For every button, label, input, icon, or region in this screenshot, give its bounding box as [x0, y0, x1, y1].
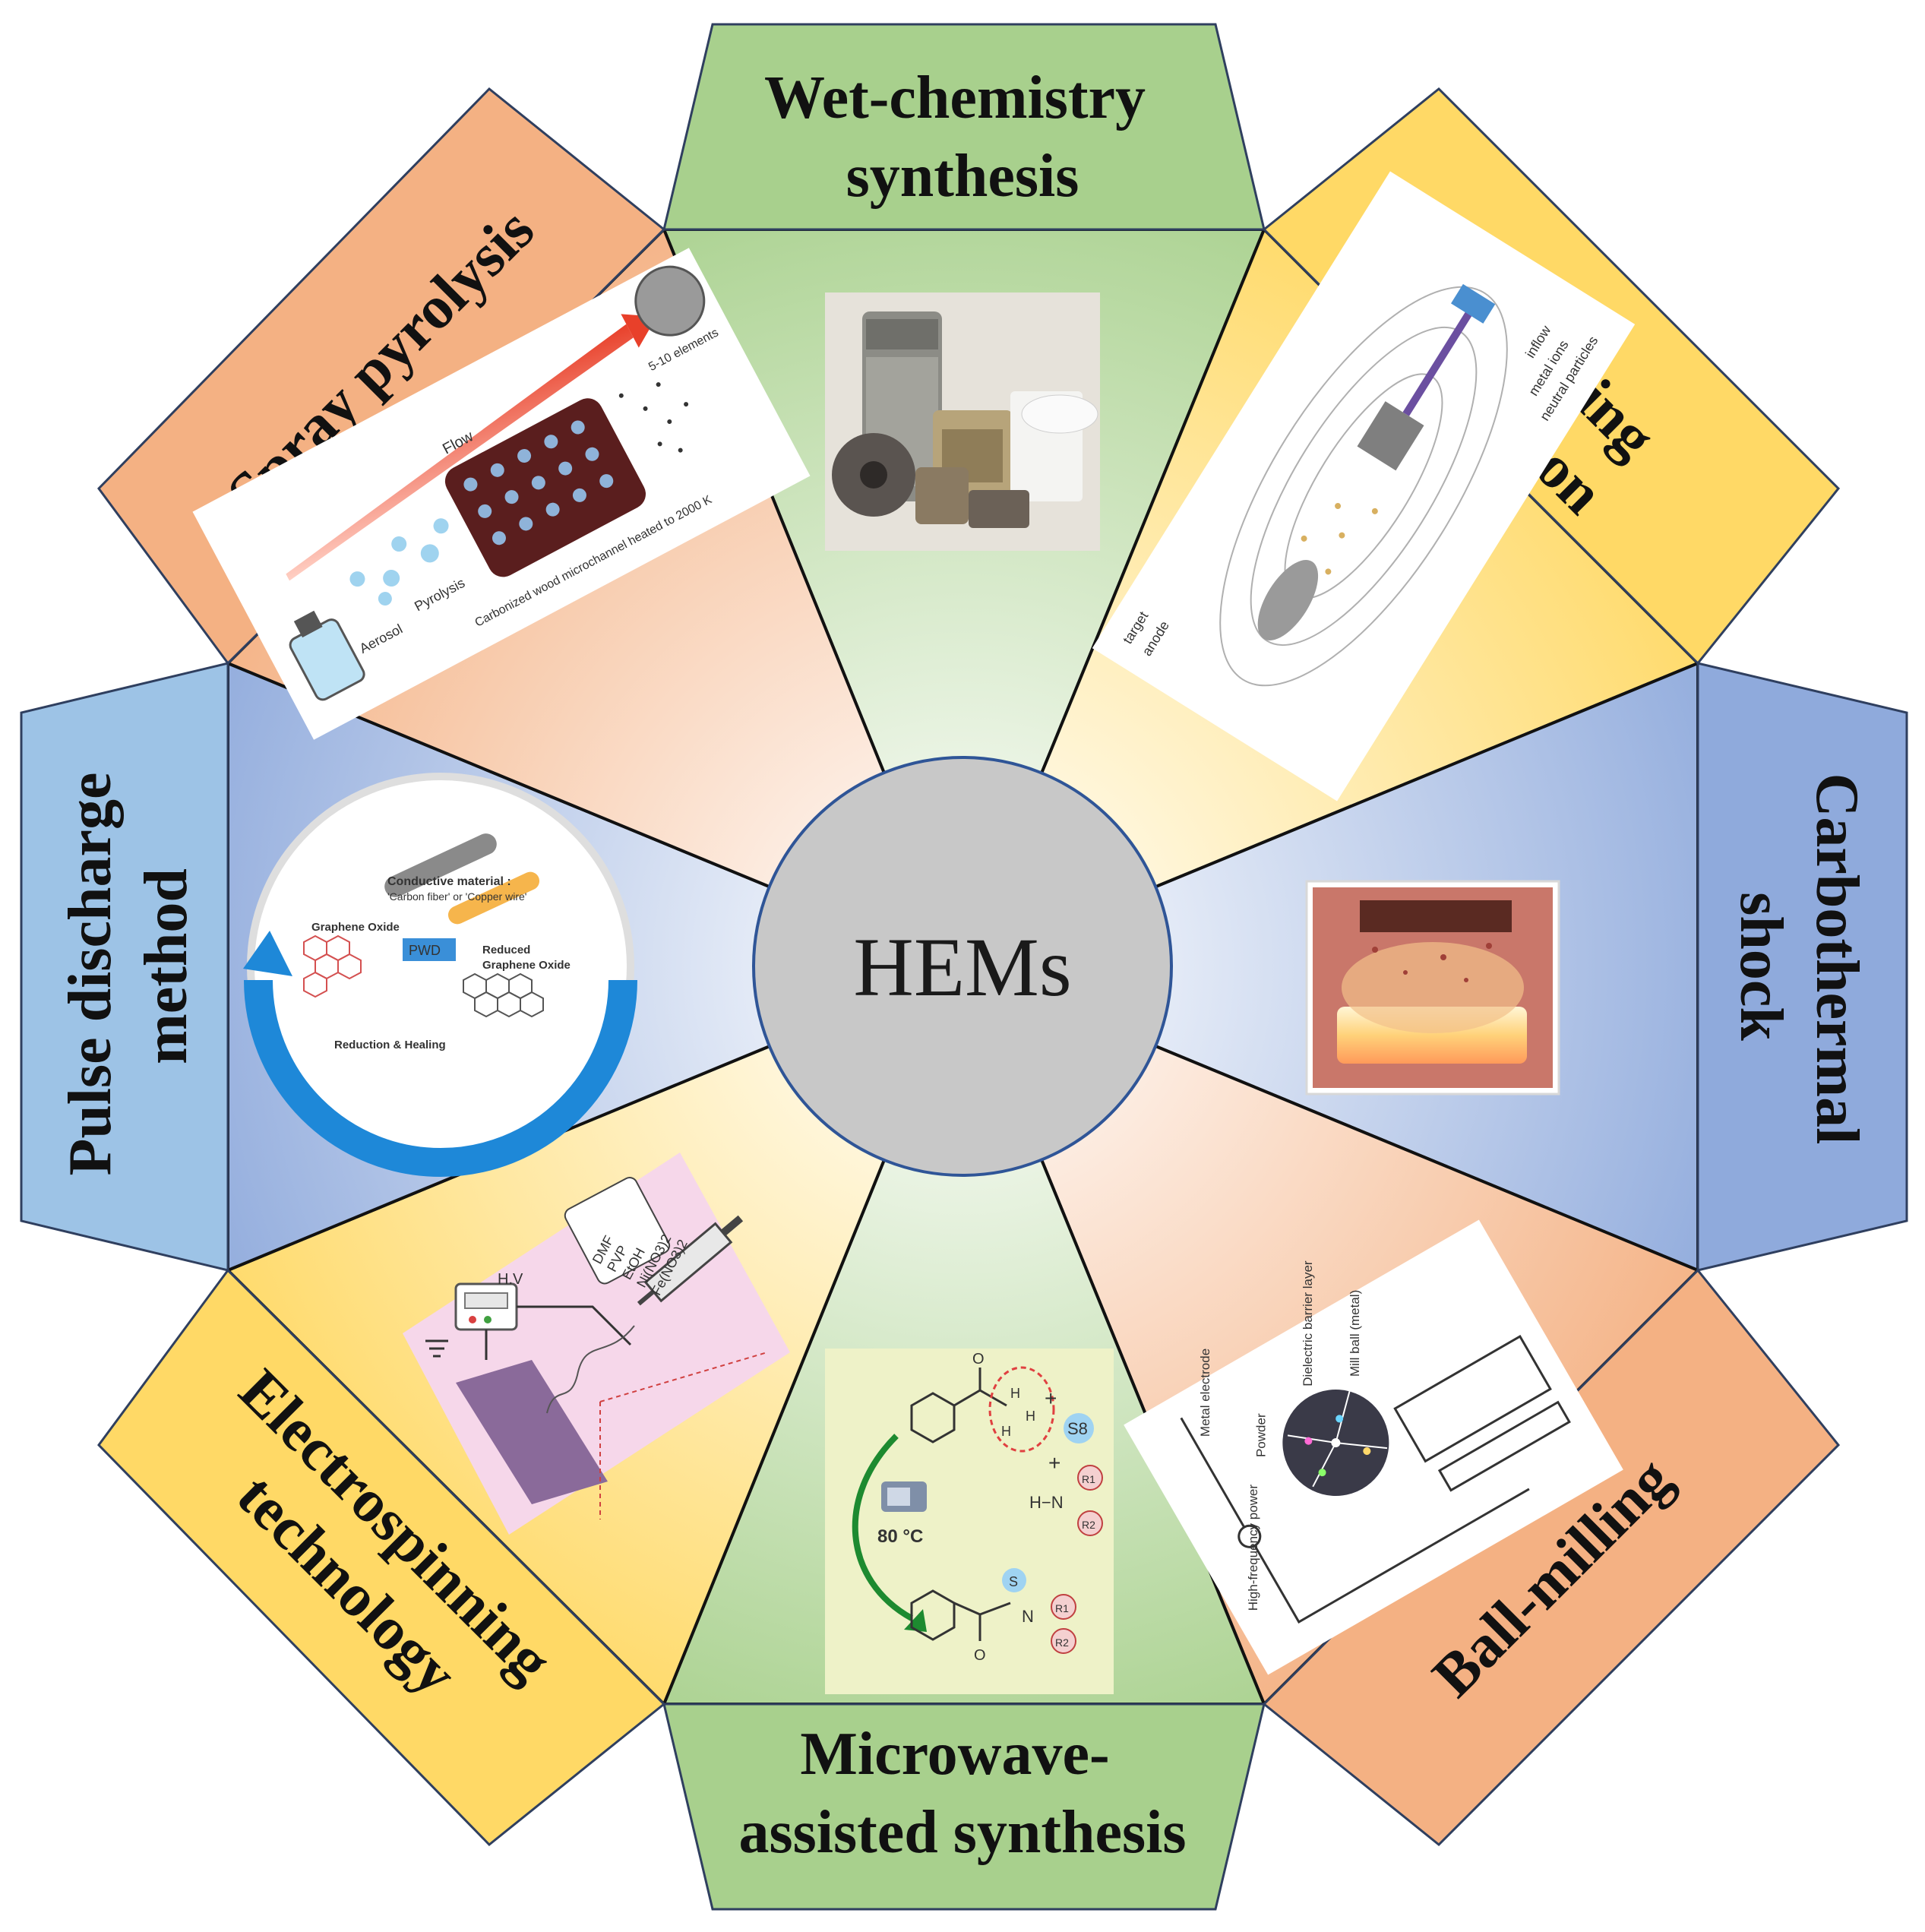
center-circle	[752, 756, 1173, 1177]
inset-pulse-discharge-schematic: PWD Conductive material : 'Carbon fiber'…	[243, 773, 637, 1177]
inset-carbothermal-photo	[1305, 880, 1560, 1096]
label-microwave: Microwave- assisted synthesis	[738, 1721, 1186, 1866]
tab-wet-chemistry	[662, 23, 1266, 231]
pulse-text-healing: Reduction & Healing	[334, 1039, 446, 1051]
ball-text-metal-electrode: Metal electrode	[1198, 1349, 1212, 1437]
inset-microwave-scheme: O H H H + S8 + H−N R1 R2 80 °C O S N R1 …	[825, 1349, 1114, 1694]
tab-pulse-discharge	[20, 662, 229, 1272]
ball-text-powder: Powder	[1253, 1413, 1268, 1457]
tab-carbothermal	[1696, 662, 1908, 1272]
micro-text-r2-top: R2	[1082, 1519, 1095, 1531]
micro-text-s8: S8	[1067, 1419, 1088, 1438]
ball-text-dielectric: Dielectric barrier layer	[1301, 1260, 1315, 1387]
label-carbothermal: Carbothermal shock	[1727, 773, 1870, 1160]
micro-text-r2-bottom: R2	[1055, 1636, 1069, 1649]
electro-text-hv: H.V	[498, 1271, 523, 1288]
label-wet-chemistry: Wet-chemistry synthesis	[764, 65, 1161, 210]
micro-text-temp: 80 °C	[877, 1526, 923, 1547]
ball-text-mill-ball: Mill ball (metal)	[1348, 1290, 1362, 1377]
tab-electrospinning	[97, 1268, 666, 1847]
label-pulse-discharge: Pulse discharge method	[57, 757, 200, 1175]
pulse-text-reduced1: Reduced	[482, 944, 530, 957]
pulse-text-reduced2: Graphene Oxide	[482, 959, 571, 972]
micro-text-s: S	[1009, 1574, 1018, 1589]
micro-text-h1: H	[1010, 1386, 1020, 1401]
micro-text-plus1: +	[1045, 1387, 1057, 1410]
pulse-text-pwd: PWD	[409, 943, 441, 958]
pulse-text-conductive: Conductive material :	[387, 875, 511, 888]
inset-electrospinning-schematic: H.V DMF PVP EtOH Ni(NO3)2 Fe(NO3)2	[403, 1153, 790, 1535]
micro-text-o-top: O	[972, 1351, 985, 1368]
pulse-text-wires: 'Carbon fiber' or 'Copper wire'	[387, 890, 526, 903]
inset-wet-chemistry-photo	[825, 292, 1100, 551]
micro-text-hn: H−N	[1029, 1493, 1064, 1512]
inset-spray-pyrolysis-schematic: Flow Aerosol Pyrolysis Carbonized wood m…	[192, 248, 811, 740]
micro-text-o-bottom: O	[974, 1647, 986, 1664]
inset-sputtering-schematic: target anode metal ions neutral particle…	[1092, 171, 1636, 802]
pulse-text-go: Graphene Oxide	[311, 921, 400, 934]
ball-text-hf-power: High-frequency power	[1246, 1485, 1260, 1611]
micro-text-r1-bottom: R1	[1055, 1602, 1069, 1614]
center-label: HEMs	[853, 921, 1071, 1013]
center-hub: HEMs	[752, 756, 1173, 1177]
micro-text-h3: H	[1001, 1424, 1011, 1439]
tab-microwave	[662, 1703, 1266, 1911]
micro-text-n: N	[1022, 1607, 1034, 1626]
micro-text-plus2: +	[1048, 1451, 1060, 1475]
inset-ball-milling-schematic: Metal electrode Dielectric barrier layer…	[1124, 1219, 1623, 1675]
micro-text-r1-top: R1	[1082, 1473, 1095, 1485]
micro-text-h2: H	[1026, 1409, 1035, 1424]
